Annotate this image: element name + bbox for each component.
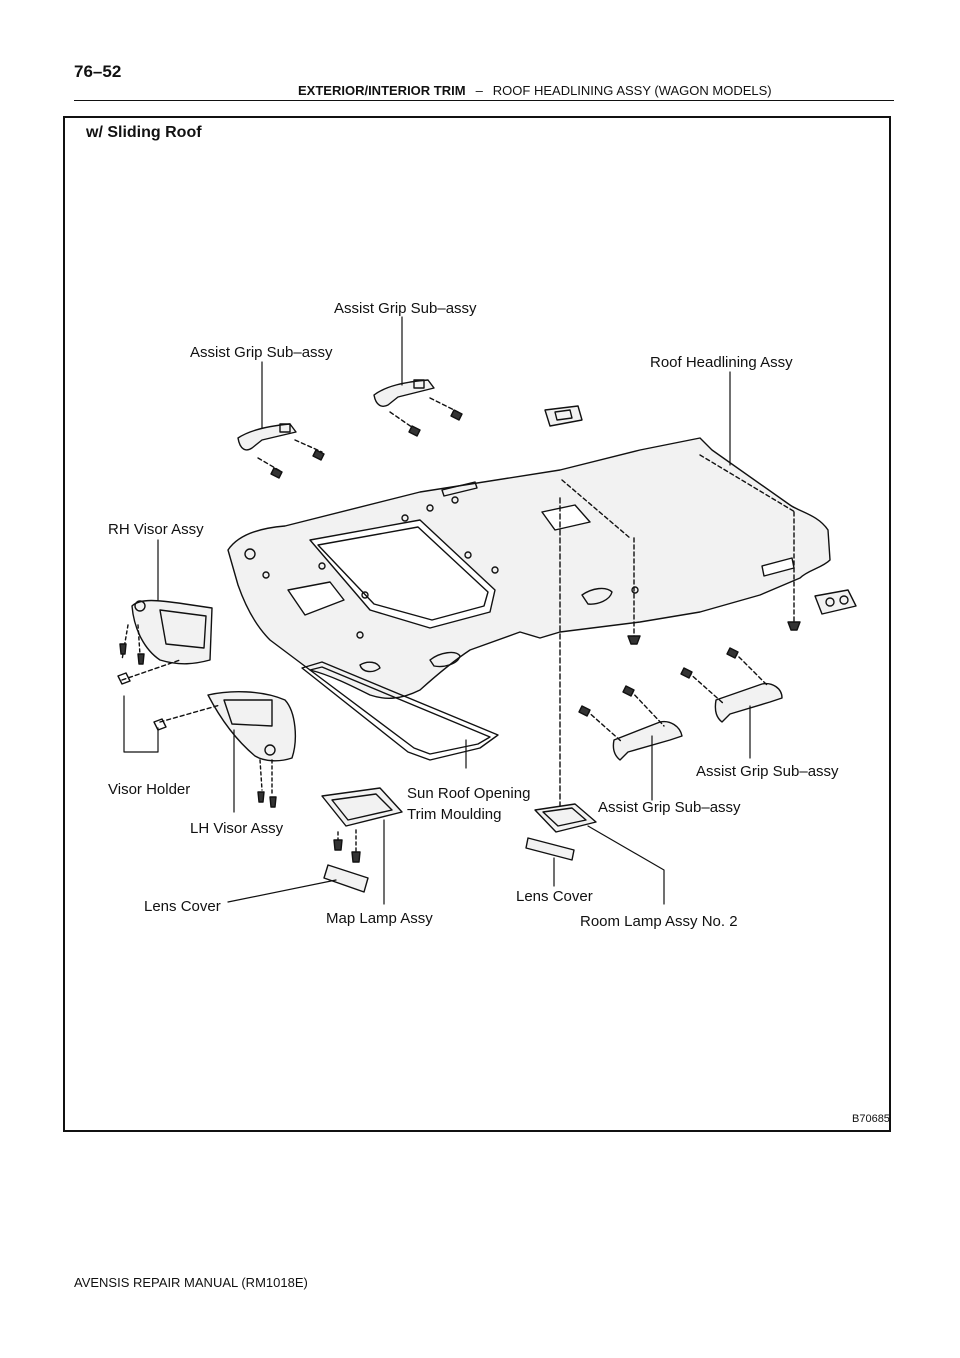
running-head: EXTERIOR/INTERIOR TRIM–ROOF HEADLINING A… <box>298 83 772 98</box>
footer-manual-title: AVENSIS REPAIR MANUAL (RM1018E) <box>74 1275 308 1290</box>
label-sun-roof-line1: Sun Roof Opening <box>407 785 531 802</box>
label-lens-cover-right: Lens Cover <box>516 888 593 905</box>
subsection-title: ROOF HEADLINING ASSY (WAGON MODELS) <box>492 83 772 98</box>
header-separator: – <box>475 83 483 98</box>
label-assist-grip-bottom-right: Assist Grip Sub–assy <box>696 763 839 780</box>
assist-grip-bottom-center-part <box>578 685 683 761</box>
label-visor-holder: Visor Holder <box>108 781 191 798</box>
assist-grip-top-left-part <box>237 423 325 479</box>
rh-visor-part <box>117 599 213 685</box>
leader-lines <box>123 316 751 905</box>
assist-grip-bottom-right-part <box>680 647 783 723</box>
label-sun-roof-line2: Trim Moulding <box>407 806 502 823</box>
label-assist-grip-bottom-center: Assist Grip Sub–assy <box>598 799 741 816</box>
figure-title: w/ Sliding Roof <box>86 124 202 141</box>
page-number: 76–52 <box>74 62 122 81</box>
figure-frame <box>63 116 891 1132</box>
roof-clips-part <box>559 454 857 811</box>
sun-roof-trim-part <box>301 661 499 761</box>
label-rh-visor: RH Visor Assy <box>108 521 204 538</box>
label-lens-cover-left: Lens Cover <box>144 898 221 915</box>
label-lh-visor: LH Visor Assy <box>190 820 284 837</box>
figure-id: B70685 <box>852 1113 890 1125</box>
label-map-lamp: Map Lamp Assy <box>326 910 433 927</box>
label-assist-grip-top-center: Assist Grip Sub–assy <box>334 300 477 317</box>
label-roof-headlining: Roof Headlining Assy <box>650 354 793 371</box>
label-room-lamp: Room Lamp Assy No. 2 <box>580 913 738 930</box>
section-title: EXTERIOR/INTERIOR TRIM <box>298 83 466 98</box>
map-lamp-part <box>321 787 403 893</box>
label-assist-grip-top-left: Assist Grip Sub–assy <box>190 344 333 361</box>
room-lamp-part <box>525 803 597 861</box>
header-rule <box>74 100 894 101</box>
assist-grip-top-center-part <box>373 379 463 437</box>
lh-visor-part <box>153 691 297 808</box>
bracket-top-right-part <box>544 405 583 427</box>
roof-headlining-part <box>227 437 831 699</box>
